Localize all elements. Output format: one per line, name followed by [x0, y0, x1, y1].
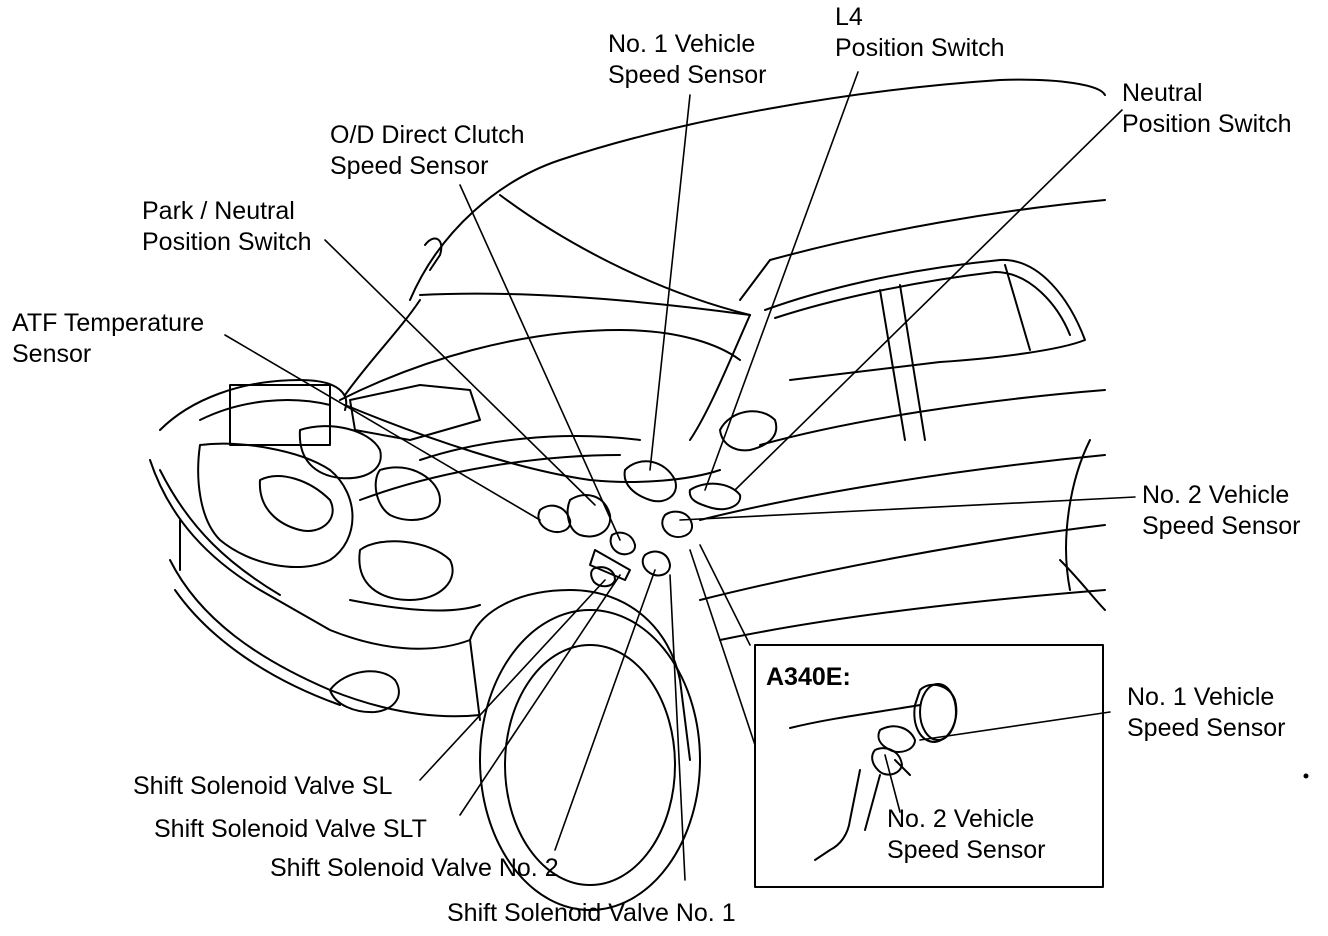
leader-shift-no2: [554, 569, 656, 851]
vehicle-body: [149, 78, 1106, 911]
label-shift-solenoid-valve-no2: Shift Solenoid Valve No. 2: [270, 854, 559, 882]
inset-title: A340E:: [766, 663, 851, 691]
leader-inset: [699, 544, 751, 646]
leader-shift-sl: [419, 579, 606, 781]
label-line: Speed Sensor: [330, 152, 489, 180]
label-line: Sensor: [12, 340, 92, 368]
label-line: No. 1 Vehicle: [608, 30, 756, 58]
leader-od-clutch: [459, 184, 621, 541]
leader-no1-vss: [649, 94, 691, 471]
inset-label-no2-vehicle-speed-sensor: No. 2 Vehicle Speed Sensor: [887, 804, 1045, 866]
label-shift-solenoid-valve-no1: Shift Solenoid Valve No. 1: [447, 899, 736, 927]
label-no2-vehicle-speed-sensor: No. 2 Vehicle Speed Sensor: [1142, 480, 1300, 542]
leader-neutral-switch: [734, 109, 1123, 491]
label-neutral-position-switch: Neutral Position Switch: [1122, 78, 1292, 140]
label-line: Position Switch: [142, 228, 312, 256]
label-line: ATF Temperature: [12, 309, 205, 337]
label-line: Speed Sensor: [887, 836, 1046, 864]
label-line: Speed Sensor: [608, 61, 767, 89]
leader-lines: [224, 71, 1136, 881]
label-shift-solenoid-valve-sl: Shift Solenoid Valve SL: [133, 772, 393, 800]
label-line: Speed Sensor: [1142, 512, 1301, 540]
label-line: Position Switch: [835, 34, 1005, 62]
label-line: O/D Direct Clutch: [330, 121, 525, 149]
inset-label-no1-vehicle-speed-sensor: No. 1 Vehicle Speed Sensor: [1127, 682, 1285, 744]
leader-inset-2: [689, 549, 756, 746]
leader-no2-vss-right: [679, 496, 1136, 521]
leader-shift-no1: [669, 574, 686, 881]
leader-park-neutral: [324, 239, 596, 506]
label-no1-vehicle-speed-sensor: No. 1 Vehicle Speed Sensor: [608, 29, 766, 91]
label-line: No. 1 Vehicle: [1127, 683, 1275, 711]
label-park-neutral-position-switch: Park / Neutral Position Switch: [142, 196, 312, 258]
label-line: Speed Sensor: [1127, 714, 1286, 742]
leader-shift-slt: [459, 574, 621, 816]
leader-atf-temp: [224, 334, 541, 521]
label-line: L4: [835, 3, 863, 31]
inset-box: [754, 644, 1309, 888]
label-line: Park / Neutral: [142, 197, 295, 225]
component-parts: [537, 460, 742, 588]
label-atf-temperature-sensor: ATF Temperature Sensor: [12, 308, 204, 370]
label-shift-solenoid-valve-slt: Shift Solenoid Valve SLT: [154, 815, 427, 843]
label-line: Position Switch: [1122, 110, 1292, 138]
label-od-direct-clutch-speed-sensor: O/D Direct Clutch Speed Sensor: [330, 120, 524, 182]
label-line: No. 2 Vehicle: [1142, 481, 1290, 509]
label-line: Neutral: [1122, 79, 1203, 107]
label-line: No. 2 Vehicle: [887, 805, 1035, 833]
leader-l4-switch: [704, 71, 859, 491]
label-l4-position-switch: L4 Position Switch: [835, 2, 1005, 64]
